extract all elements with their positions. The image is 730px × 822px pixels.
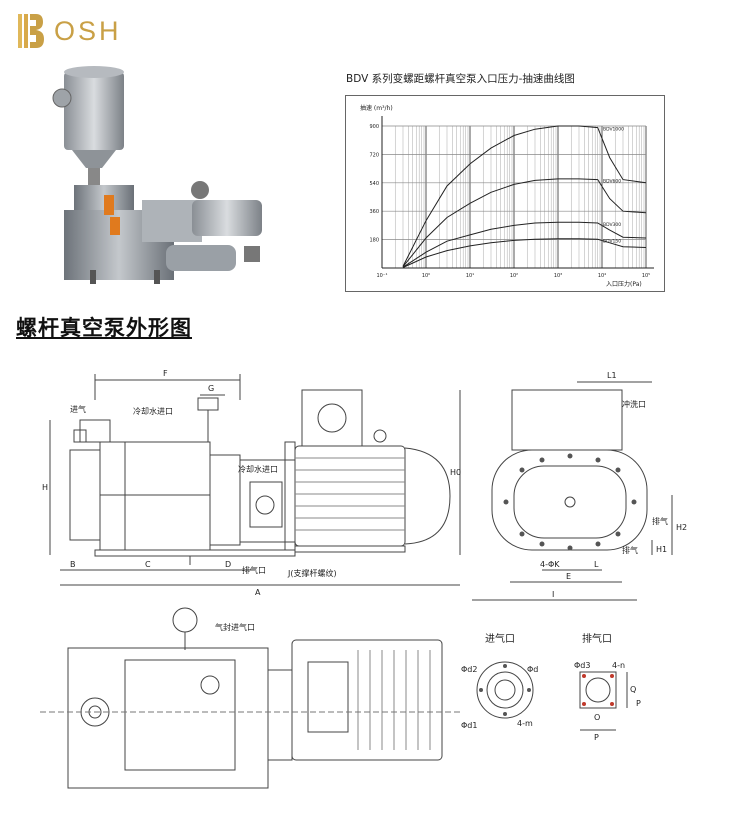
exhaust-port-title: 排气口	[582, 632, 612, 645]
chart-labels: 180 360 540 720 900 10⁻¹ 10⁰ 10¹ 10² 10³ 10⁴ 10⁵ 抽速 …	[360, 104, 650, 288]
series-line-BDV150	[402, 238, 647, 268]
dim-B: B	[70, 560, 76, 569]
label-cooling-inlet-2: 冷却水进口	[238, 464, 278, 474]
dim-4K: 4-ΦK	[540, 560, 560, 569]
label-cooling-inlet-1: 冷却水进口	[133, 406, 173, 416]
label-seal-inlet: 气封进气口	[215, 622, 255, 632]
y-tick-label: 720	[369, 152, 379, 158]
label-exhaust-2: 排气	[652, 516, 668, 526]
chart-axes	[381, 116, 654, 269]
dim-A: A	[255, 588, 261, 597]
label-exhaust-1: 排气口	[242, 565, 266, 575]
dim-O: O	[594, 713, 600, 722]
x-tick-label: 10²	[510, 273, 518, 279]
dim-H1: H1	[656, 545, 667, 554]
x-axis-label: 入口压力(Pa)	[606, 280, 642, 288]
section-title: 螺杆真空泵外形图	[16, 317, 192, 340]
dim-4n: 4-n	[612, 661, 625, 670]
dim-d: Φd	[527, 665, 538, 674]
x-tick-label: 10⁰	[422, 273, 430, 279]
dim-D: D	[225, 560, 231, 569]
dim-d2: Φd2	[461, 665, 477, 674]
chart-title: BDV 系列变螺距螺杆真空泵入口压力-抽速曲线图	[346, 73, 575, 85]
label-inlet-gas: 进气	[70, 404, 86, 414]
label-exhaust-3: 排气	[622, 545, 638, 555]
exhaust-port-detail: 排气口 Φd3 4-n Q P O P	[574, 632, 641, 742]
dim-G: G	[208, 384, 214, 393]
series-label-BDV300: BDV300	[603, 222, 621, 228]
dim-H0: H0	[450, 468, 461, 477]
series-line-BDV300	[402, 221, 647, 268]
series-line-BDV600	[402, 178, 647, 268]
y-tick-label: 900	[369, 124, 379, 130]
product-photo	[52, 66, 262, 284]
y-tick-label: 540	[369, 181, 379, 187]
x-tick-label: 10⁴	[598, 273, 606, 279]
dim-I: I	[552, 590, 554, 599]
series-label-BDV1000: BDV1000	[603, 127, 624, 133]
front-view-drawing: L1 冲洗口 排气 排气 H2 H1 4-ΦK L E I	[472, 371, 687, 601]
dim-C: C	[145, 560, 151, 569]
chart-grid	[381, 125, 647, 268]
inlet-port-title: 进气口	[485, 632, 515, 645]
top-view-drawing: 气封进气口	[40, 607, 460, 789]
y-axis-label: 抽速 (m³/h)	[360, 104, 393, 112]
dim-P-bottom: P	[594, 733, 599, 742]
speed-pressure-chart: 180 360 540 720 900 10⁻¹ 10⁰ 10¹ 10² 10³ 10⁴ 10⁵ 抽速 …	[345, 95, 665, 292]
y-tick-label: 180	[369, 238, 379, 244]
dim-F: F	[163, 369, 168, 378]
label-flush: 冲洗口	[622, 399, 646, 409]
dim-H: H	[42, 483, 48, 492]
dim-d3: Φd3	[574, 661, 590, 670]
x-tick-label: 10³	[554, 273, 562, 279]
side-view-drawing: F G H B C D A H0 进气 冷却水进口 冷却水进口 排气口 J(支撑…	[42, 369, 461, 597]
x-tick-label: 10⁵	[642, 273, 650, 279]
x-tick-label: 10⁻¹	[376, 273, 387, 279]
brand-logo: OSH	[14, 10, 144, 50]
inlet-port-detail: 进气口 Φd2 Φd Φd1 4-m	[461, 632, 538, 730]
logo-text: OSH	[54, 16, 122, 46]
dim-d1: Φd1	[461, 721, 477, 730]
label-support-bolt: J(支撑杆螺纹)	[287, 568, 337, 578]
dim-Q: Q	[630, 685, 636, 694]
dim-L1: L1	[607, 371, 617, 380]
chart-series	[402, 125, 647, 268]
series-label-BDV150: BDV150	[603, 238, 621, 244]
series-label-BDV600: BDV600	[603, 179, 621, 185]
logo-b-icon	[18, 14, 44, 48]
x-tick-label: 10¹	[466, 273, 474, 279]
dim-P: P	[636, 699, 641, 708]
dim-4m: 4-m	[517, 719, 533, 728]
dim-L: L	[594, 560, 599, 569]
dim-E: E	[566, 572, 571, 581]
y-tick-label: 360	[369, 209, 379, 215]
series-line-BDV1000	[402, 125, 647, 267]
dim-H2: H2	[676, 523, 687, 532]
